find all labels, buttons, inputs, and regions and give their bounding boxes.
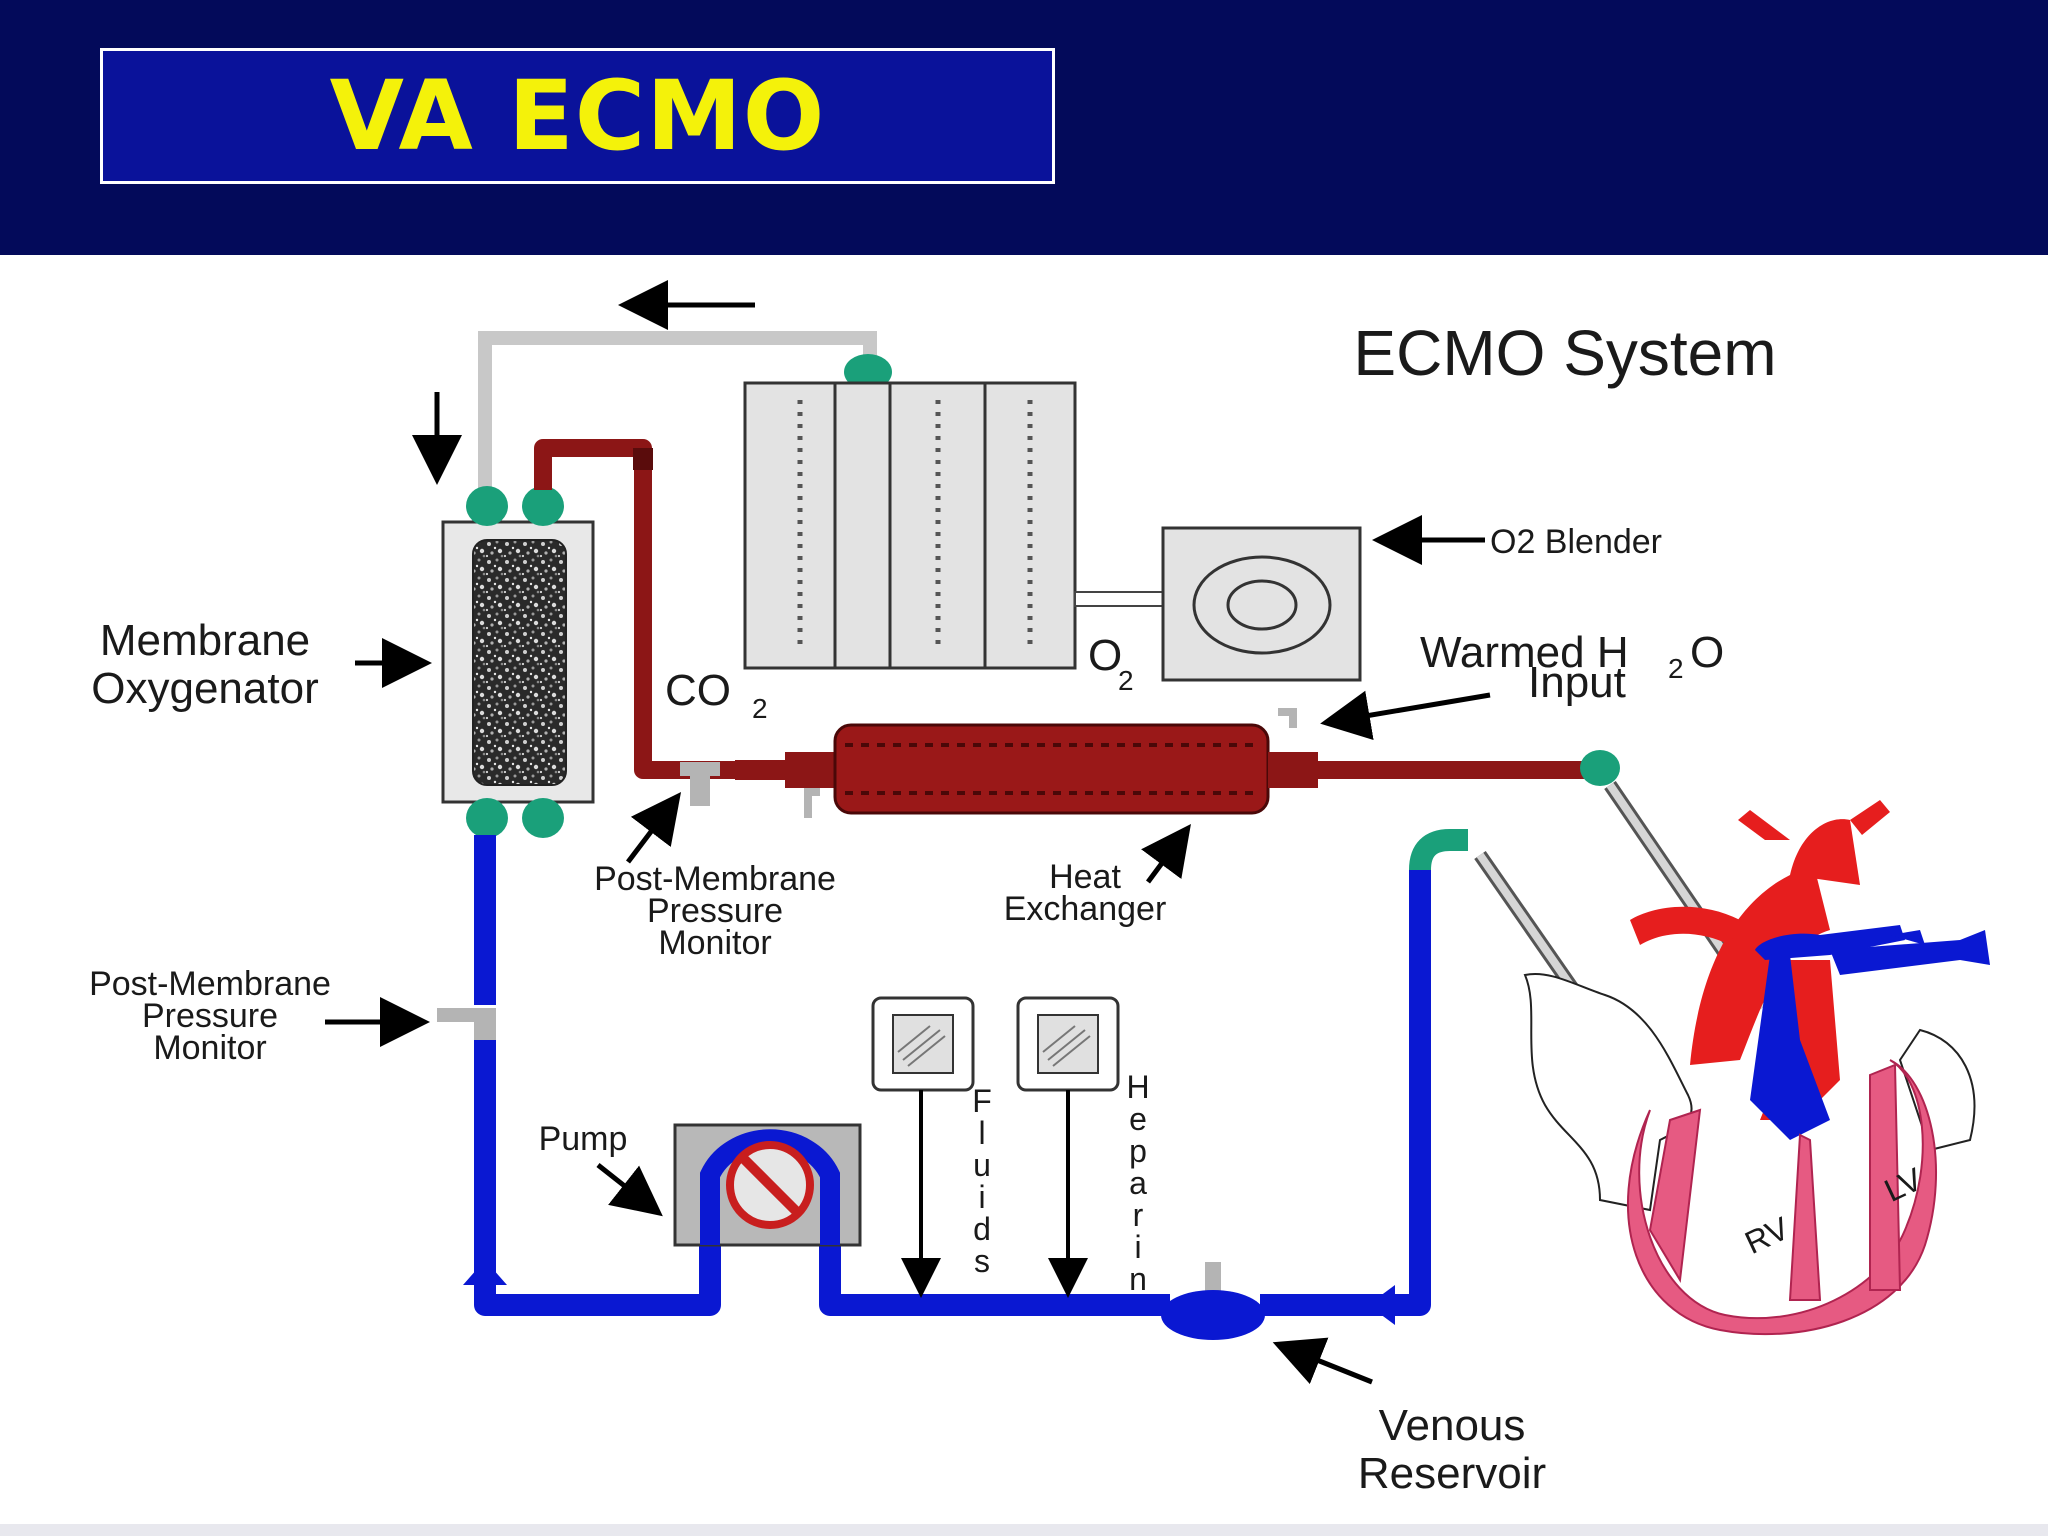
- membrane-label-line1: Membrane: [100, 616, 310, 665]
- heat-label-line1: Heat: [1049, 858, 1121, 896]
- heat-label-line2: Exchanger: [1004, 890, 1167, 928]
- fluids-letter: i: [978, 1179, 985, 1215]
- heparin-letter: p: [1129, 1133, 1147, 1169]
- svg-text:CO: CO: [665, 666, 731, 715]
- svg-text:O: O: [1088, 631, 1122, 680]
- fluids-bag: [871, 996, 975, 1298]
- membrane-label-line2: Oxygenator: [91, 664, 318, 713]
- venous-label-line2: Reservoir: [1358, 1449, 1546, 1498]
- warmed-h2o-label: Warmed H 2 O Input: [1420, 628, 1724, 707]
- pmpm-top-line2: Pressure: [647, 892, 783, 930]
- membrane-oxygenator: [441, 486, 595, 838]
- heat-exchanger-arrow: [1141, 823, 1191, 884]
- heparin-letter: r: [1133, 1197, 1144, 1233]
- svg-text:Input: Input: [1528, 658, 1626, 707]
- svg-text:2: 2: [1118, 665, 1134, 696]
- fluids-letter: s: [974, 1243, 990, 1279]
- pump-arrow: [596, 1163, 663, 1217]
- bottom-strip: [0, 1524, 2048, 1536]
- o2-connector-line: [1074, 591, 1166, 607]
- heparin-letter: e: [1129, 1101, 1147, 1137]
- gas-sweep-line: [412, 280, 892, 495]
- pmpm-left-line2: Pressure: [142, 997, 278, 1035]
- venous-reservoir: [1161, 1262, 1265, 1340]
- pmpm-left-line1: Post-Membrane: [89, 965, 331, 1003]
- o2-blender-label: O2 Blender: [1490, 523, 1662, 561]
- rv-label: RV: [1739, 1210, 1795, 1261]
- heparin-letter: a: [1129, 1165, 1147, 1201]
- pmpm-left-line3: Monitor: [153, 1029, 266, 1067]
- pmpm-top-arrow: [626, 792, 682, 864]
- co2-label: CO 2: [665, 666, 768, 724]
- svg-text:2: 2: [752, 693, 768, 724]
- pmpm-top-line3: Monitor: [658, 924, 771, 962]
- heparin-letter: i: [1134, 1229, 1141, 1265]
- fluids-letter: u: [973, 1147, 991, 1183]
- heparin-letter: H: [1126, 1069, 1149, 1105]
- warmed-h2o-arrow: [1320, 690, 1491, 740]
- o2-label: O 2: [1088, 631, 1134, 696]
- venous-reservoir-arrow: [1272, 1337, 1373, 1385]
- arterial-line: [534, 439, 1620, 818]
- diagram-title: ECMO System: [1353, 317, 1776, 389]
- venous-label-line1: Venous: [1379, 1401, 1526, 1450]
- fluids-letter: l: [978, 1115, 985, 1151]
- heparin-bag: [1016, 996, 1120, 1298]
- pump-label: Pump: [539, 1120, 628, 1158]
- o2-blender: [1161, 526, 1362, 682]
- pump: [673, 1123, 862, 1247]
- svg-text:2: 2: [1668, 653, 1684, 684]
- flowmeter-rack: [743, 381, 1077, 670]
- slide-title: VA ECMO: [329, 60, 826, 172]
- heparin-letter: n: [1129, 1261, 1147, 1297]
- pmpm-top-line1: Post-Membrane: [594, 860, 836, 898]
- svg-text:Warmed H: Warmed H: [1420, 628, 1629, 677]
- svg-text:O: O: [1690, 628, 1724, 677]
- fluids-letter: d: [973, 1211, 991, 1247]
- heart: [1523, 800, 1990, 1336]
- fluids-letter: F: [972, 1083, 992, 1119]
- title-box: VA ECMO: [100, 48, 1055, 184]
